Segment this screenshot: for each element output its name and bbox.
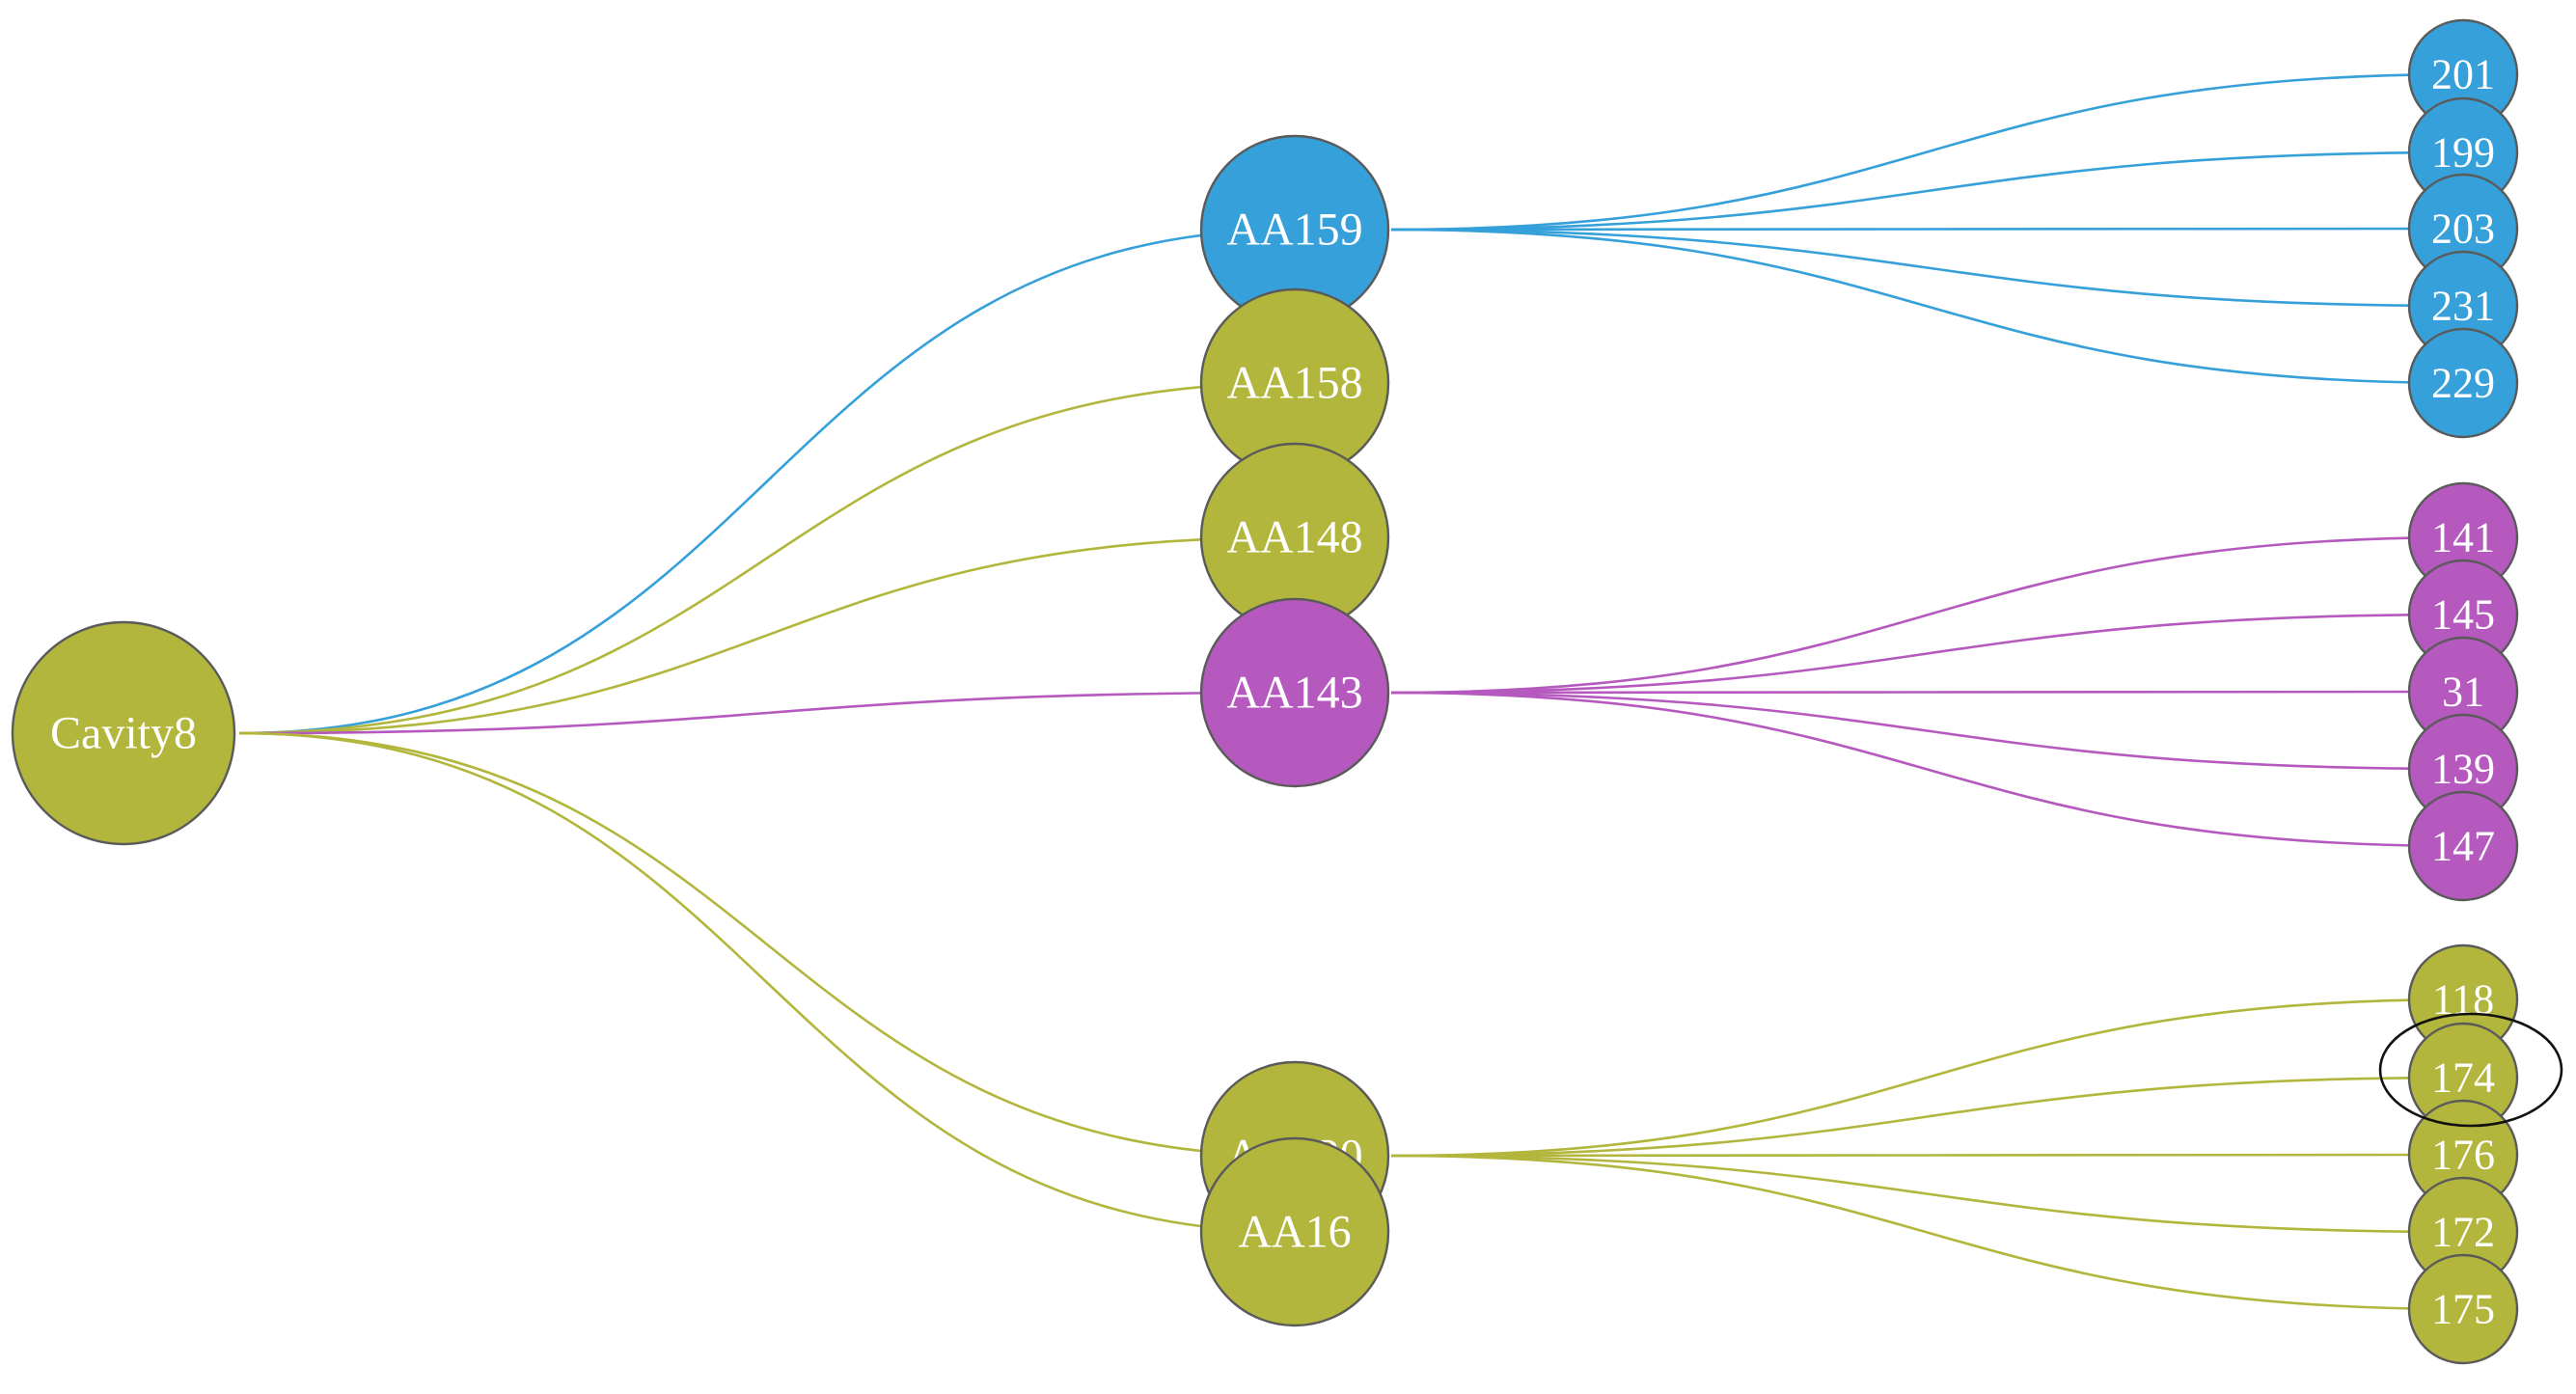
leaf-node-229-circle (2407, 327, 2519, 439)
group-node-aa158-label: AA158 (1226, 358, 1362, 409)
group-node-aa159-label: AA159 (1226, 205, 1362, 256)
link-root-aa143 (238, 691, 1296, 735)
link-root-aa120 (238, 731, 1296, 1158)
root-node-cavity8[interactable]: Cavity8 (11, 620, 236, 846)
leaf-node-175[interactable]: 175 (2407, 1253, 2519, 1365)
leaf-node-229[interactable]: 229 (2407, 327, 2519, 439)
leaf-node-203[interactable]: 203 (2407, 173, 2519, 285)
group-node-aa158[interactable]: AA158 (1199, 287, 1390, 478)
link-aa143-31 (1390, 690, 2464, 695)
leaf-node-201-label: 201 (2431, 51, 2495, 98)
root-node-cavity8-circle (11, 620, 236, 846)
group-node-aa16[interactable]: AA16 (1199, 1136, 1390, 1327)
leaf-node-231[interactable]: 231 (2407, 250, 2519, 362)
link-aa143-147 (1390, 691, 2464, 848)
link-aa120-176 (1390, 1153, 2464, 1158)
group-node-aa143-circle (1199, 597, 1390, 788)
group-node-aa16-label: AA16 (1238, 1207, 1351, 1258)
link-aa159-229 (1390, 228, 2464, 385)
leaf-node-199-label: 199 (2431, 129, 2495, 177)
leaf-node-231-label: 231 (2431, 283, 2495, 330)
leaf-node-176-label: 176 (2431, 1132, 2495, 1179)
highlight-ring (2378, 1012, 2563, 1128)
nodes-layer: 2011992032312291411453113914711817417617… (11, 18, 2519, 1365)
group-node-aa16-circle (1199, 1136, 1390, 1327)
group-node-aa159[interactable]: AA159 (1199, 134, 1390, 325)
link-aa159-199 (1390, 150, 2464, 232)
leaf-node-145-label: 145 (2431, 591, 2495, 639)
leaf-node-141[interactable]: 141 (2407, 481, 2519, 593)
group-node-aa143-label: AA143 (1226, 668, 1362, 719)
leaf-node-203-label: 203 (2431, 205, 2495, 253)
leaf-node-201[interactable]: 201 (2407, 18, 2519, 130)
links-layer (238, 72, 2464, 1311)
link-aa120-174 (1390, 1076, 2464, 1158)
leaf-node-172-label: 172 (2431, 1209, 2495, 1256)
group-node-aa148-label: AA148 (1226, 512, 1362, 563)
link-aa143-145 (1390, 613, 2464, 695)
leaf-node-139[interactable]: 139 (2407, 713, 2519, 825)
root-node-cavity8-label: Cavity8 (50, 708, 197, 759)
link-aa159-201 (1390, 72, 2464, 232)
link-aa159-203 (1390, 227, 2464, 232)
leaf-node-174-label: 174 (2431, 1054, 2495, 1102)
overlay-layer (2378, 1012, 2563, 1128)
leaf-node-147-label: 147 (2431, 823, 2495, 870)
link-root-aa148 (238, 535, 1296, 735)
leaf-node-172[interactable]: 172 (2407, 1176, 2519, 1288)
leaf-node-176[interactable]: 176 (2407, 1099, 2519, 1211)
leaf-node-174[interactable]: 174 (2407, 1022, 2519, 1134)
link-aa159-231 (1390, 228, 2464, 308)
leaf-node-175-circle (2407, 1253, 2519, 1365)
leaf-node-31-label: 31 (2442, 669, 2484, 716)
link-root-aa16 (238, 731, 1296, 1234)
link-root-aa158 (238, 381, 1296, 735)
leaf-node-31[interactable]: 31 (2407, 636, 2519, 748)
link-aa120-175 (1390, 1154, 2464, 1311)
leaf-node-175-label: 175 (2431, 1286, 2495, 1333)
group-node-aa148[interactable]: AA148 (1199, 442, 1390, 633)
leaf-node-147-circle (2407, 790, 2519, 902)
leaf-node-145[interactable]: 145 (2407, 559, 2519, 670)
link-aa120-172 (1390, 1154, 2464, 1234)
leaf-node-229-label: 229 (2431, 360, 2495, 407)
leaf-node-199[interactable]: 199 (2407, 96, 2519, 208)
link-aa143-141 (1390, 535, 2464, 695)
link-root-aa159 (238, 228, 1296, 735)
leaf-node-139-label: 139 (2431, 746, 2495, 793)
leaf-node-147[interactable]: 147 (2407, 790, 2519, 902)
group-node-aa143[interactable]: AA143 (1199, 597, 1390, 788)
leaf-node-141-label: 141 (2431, 514, 2495, 561)
link-aa120-118 (1390, 998, 2464, 1158)
link-aa143-139 (1390, 691, 2464, 771)
